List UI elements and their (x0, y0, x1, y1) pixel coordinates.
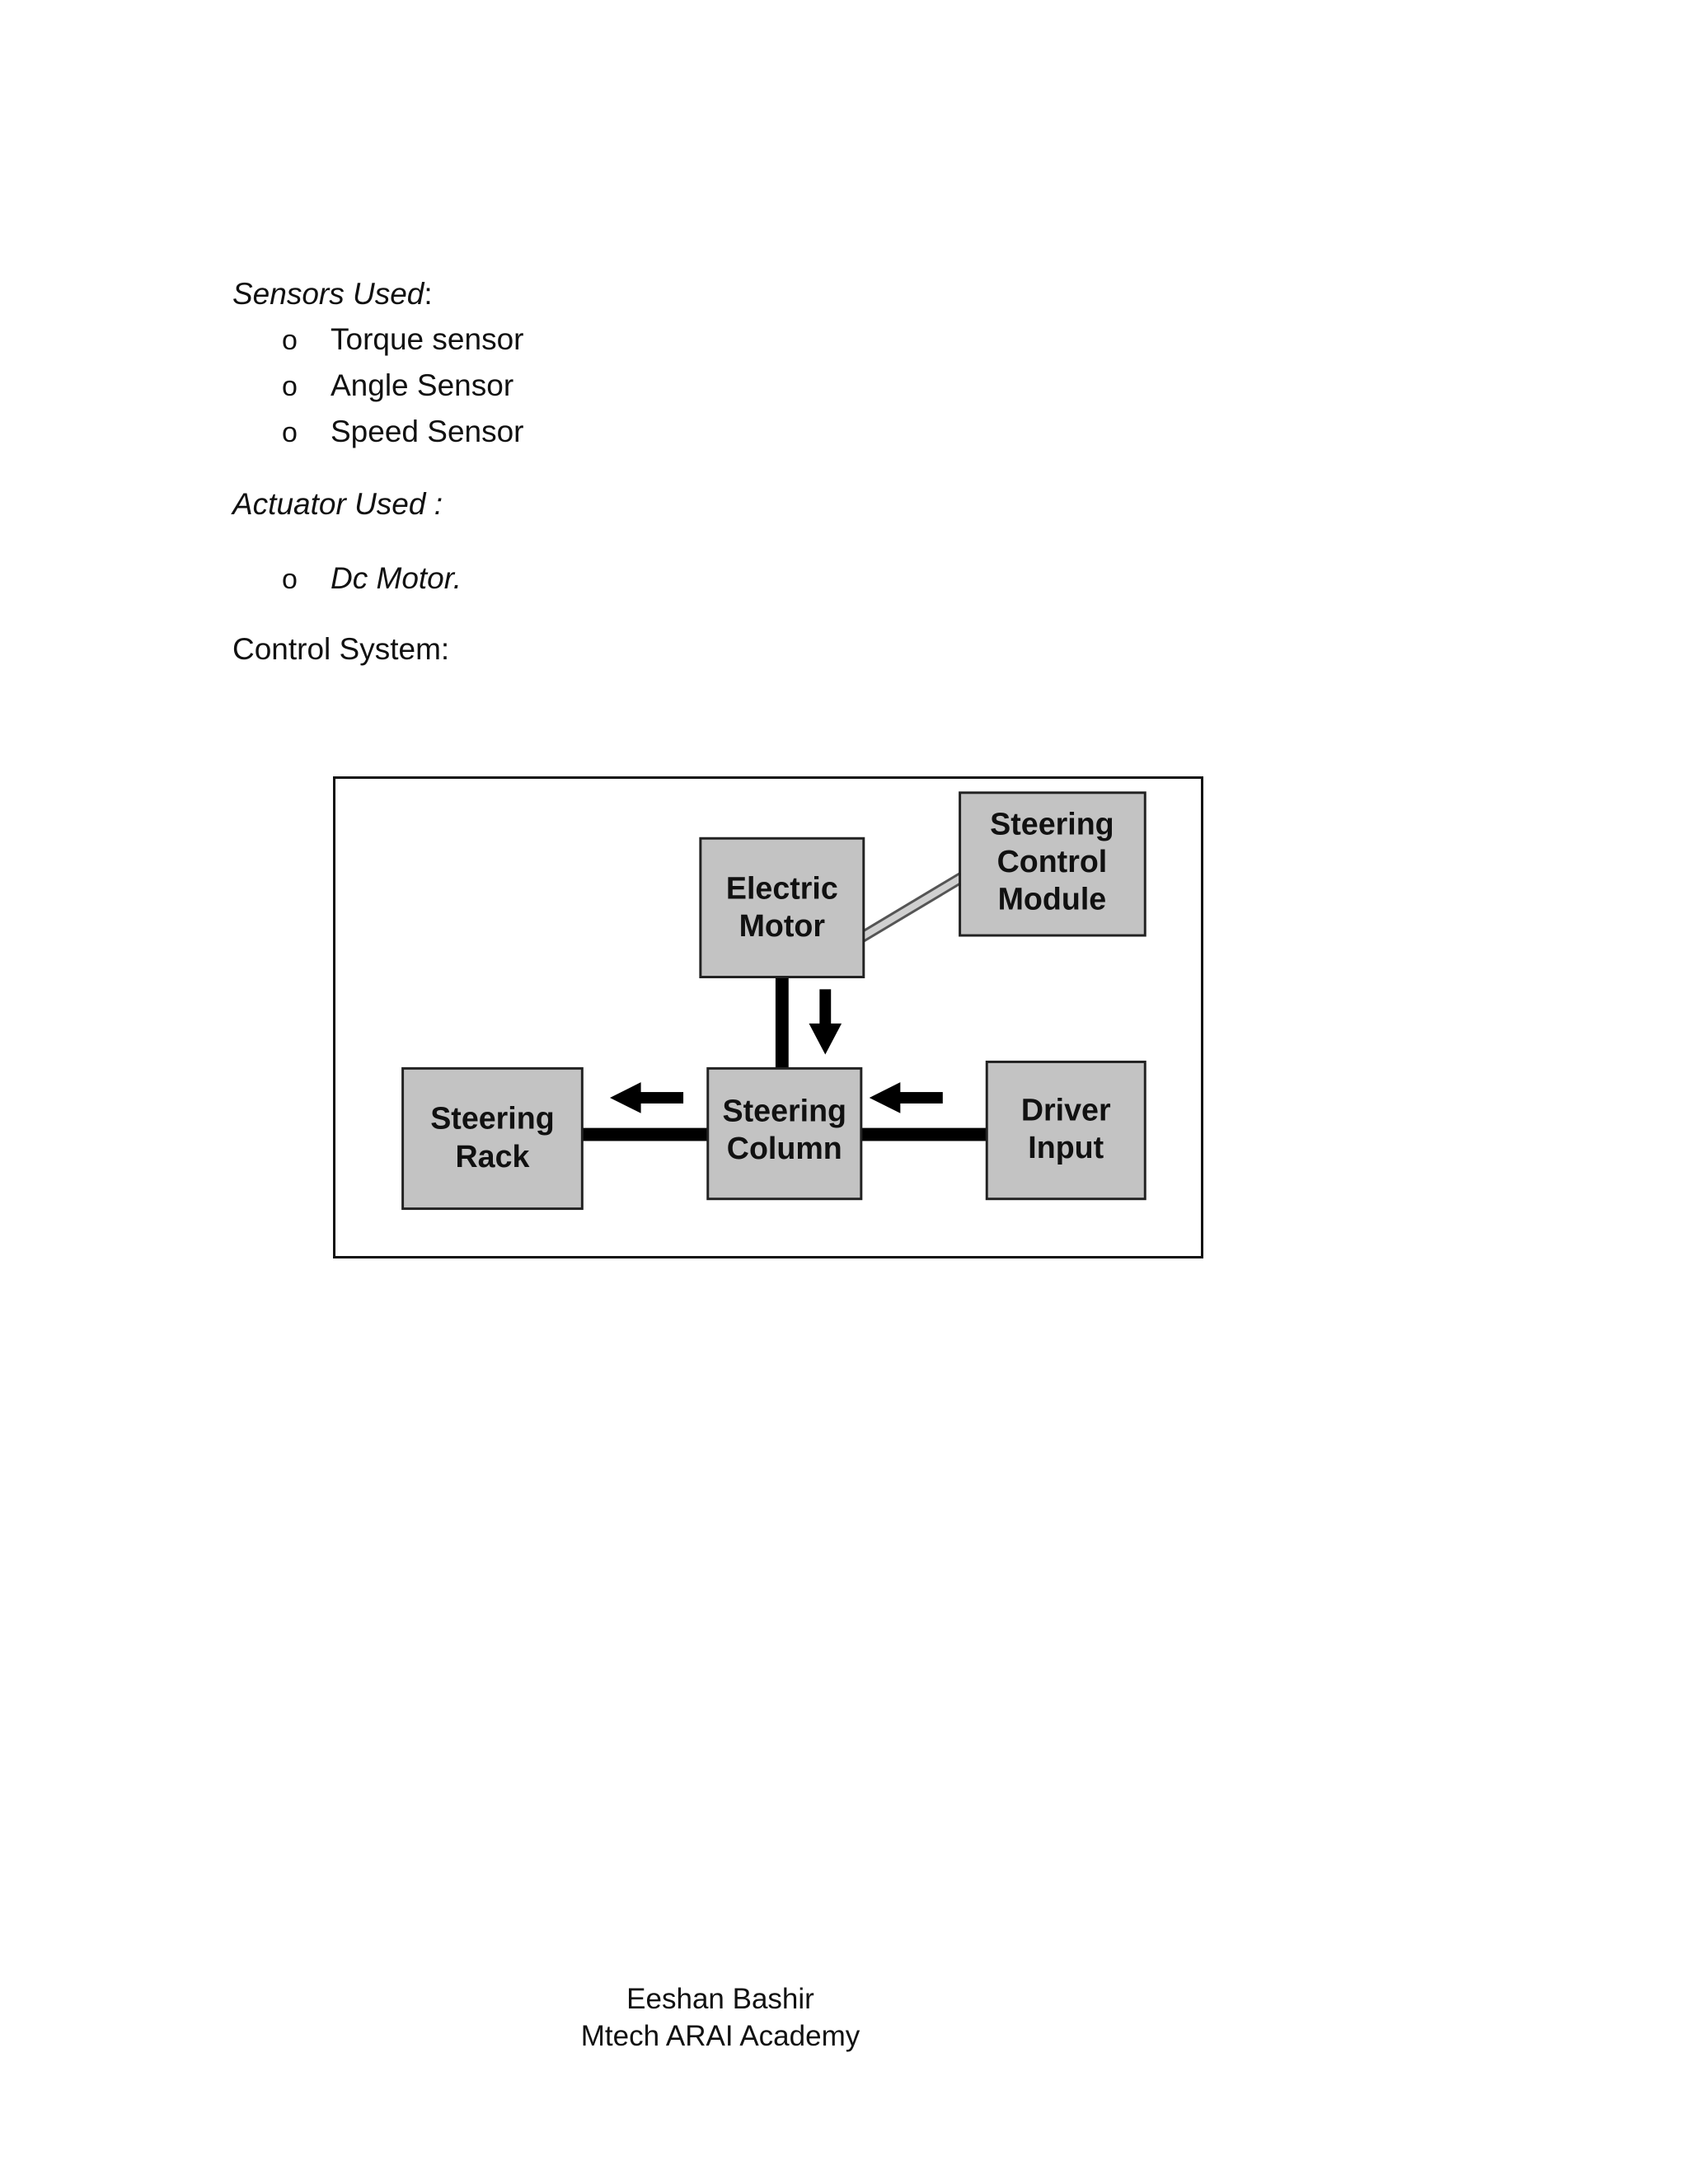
sensors-heading-colon: : (424, 277, 433, 311)
left-arrow-shaft (639, 1092, 684, 1104)
down-arrow-icon (809, 1023, 842, 1055)
control-module-label-line3: Module (998, 881, 1107, 916)
sensor-item-torque: Torque sensor (331, 322, 524, 356)
driver-input-block: Driver Input (985, 1060, 1146, 1201)
steering-column-block: Steering Column (706, 1066, 863, 1201)
driver-input-label-line2: Input (1028, 1130, 1104, 1165)
sensors-heading-line: Sensors Used: (232, 279, 433, 309)
steering-rack-label-line1: Steering (430, 1101, 554, 1136)
actuator-item-dc-motor: Dc Motor. (331, 561, 462, 595)
diagram-canvas: Electric Motor Steering Control Module S… (401, 791, 1146, 1211)
left-arrow-icon (609, 1082, 641, 1113)
steering-control-module-block: Steering Control Module (959, 791, 1146, 937)
driver-input-label-line1: Driver (1021, 1093, 1111, 1127)
motor-column-shaft (775, 976, 789, 1068)
column-driver-shaft (859, 1127, 991, 1141)
left-arrow-shaft (898, 1092, 943, 1104)
bullet-marker: o (282, 564, 298, 595)
steering-rack-label-line2: Rack (456, 1139, 530, 1174)
control-module-label-line1: Steering (990, 806, 1114, 841)
electric-motor-block: Electric Motor (699, 837, 865, 978)
electric-motor-label-line1: Electric (726, 870, 838, 905)
down-arrow-shaft (819, 989, 832, 1025)
electric-motor-label-line2: Motor (739, 908, 826, 943)
steering-column-label-line1: Steering (723, 1094, 846, 1128)
actuator-heading: Actuator Used : (232, 487, 443, 521)
sensor-item-speed: Speed Sensor (331, 415, 524, 448)
footer-affiliation: Mtech ARAI Academy (580, 2020, 860, 2052)
steering-column-label-line2: Column (727, 1131, 842, 1165)
bullet-marker: o (282, 325, 298, 356)
left-arrow-icon (869, 1082, 901, 1113)
control-system-heading: Control System: (232, 632, 450, 666)
footer-author: Eeshan Bashir (626, 1983, 814, 2015)
bullet-marker: o (282, 417, 298, 448)
sensor-item-angle: Angle Sensor (331, 368, 514, 402)
steering-rack-block: Steering Rack (401, 1066, 584, 1211)
sensors-heading: Sensors Used (232, 277, 424, 311)
control-module-label-line2: Control (997, 844, 1108, 879)
control-system-diagram: Electric Motor Steering Control Module S… (333, 776, 1203, 1258)
bullet-marker: o (282, 371, 298, 402)
motor-module-link-inner (856, 872, 968, 943)
rack-column-shaft (580, 1127, 710, 1141)
